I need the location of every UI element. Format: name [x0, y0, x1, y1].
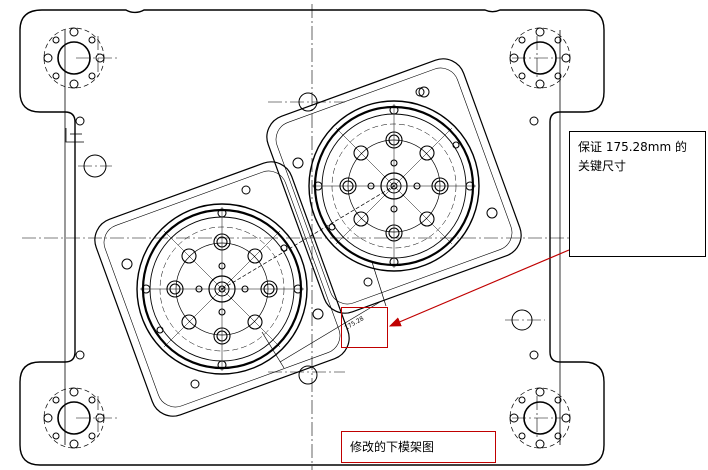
right-die-assembly — [266, 58, 522, 314]
centerlines — [22, 4, 600, 470]
note-callout: 保证 175.28mm 的 关键尺寸 — [569, 131, 706, 257]
side-notch-mark — [65, 128, 84, 143]
center-distance-dimension — [221, 185, 395, 369]
corner-bushing-top-left — [43, 27, 105, 89]
corner-bushing-top-right — [509, 27, 571, 89]
drawing-title-label: 修改的下模架图 — [341, 431, 496, 463]
highlight-box — [341, 307, 388, 348]
plate-outline — [19, 9, 605, 466]
corner-bushing-bottom-left — [43, 387, 105, 449]
note-line-2: 关键尺寸 — [578, 159, 627, 173]
corner-bushing-bottom-right — [509, 387, 571, 449]
note-line-1: 保证 175.28mm 的 — [578, 140, 687, 154]
red-arrow-icon — [388, 249, 570, 327]
left-die-assembly — [94, 161, 350, 417]
